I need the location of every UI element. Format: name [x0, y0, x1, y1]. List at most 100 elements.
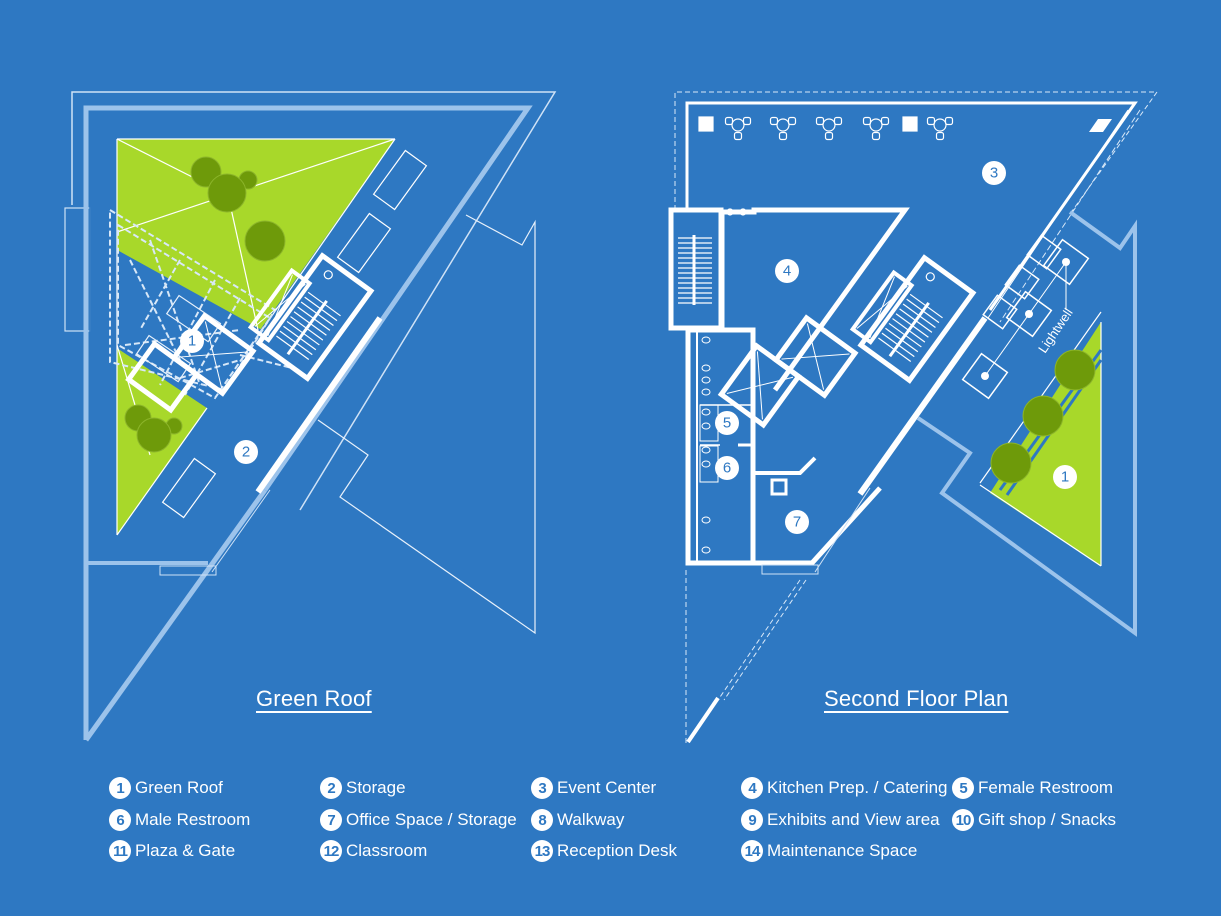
legend-number-badge: 4 — [741, 777, 763, 799]
marker-1-left: 1 — [180, 329, 204, 353]
solid-diagonal-tip — [686, 696, 720, 744]
core-spine-wall-right — [857, 316, 988, 496]
building-wall-inner — [89, 111, 522, 740]
legend-number-badge: 10 — [952, 809, 974, 831]
lower-step — [159, 565, 217, 576]
marker-5: 5 — [715, 411, 739, 435]
table-with-chairs-icon — [815, 116, 843, 141]
kitchen-wall — [719, 207, 910, 392]
core-stair-elevator-right — [717, 254, 977, 429]
legend-number-badge: 8 — [531, 809, 553, 831]
planter-boxes — [135, 294, 222, 383]
dashed-diagonal — [717, 579, 801, 701]
core-spine-wall — [255, 316, 383, 494]
legend-label: Green Roof — [135, 778, 223, 797]
legend-number-badge: 3 — [531, 777, 553, 799]
lightwell-dashed — [999, 109, 1141, 323]
dashed-diagonal-2 — [723, 579, 807, 701]
outer-diagonal-line — [211, 489, 271, 573]
building-wall — [83, 105, 533, 740]
lightwell-leaders — [984, 261, 1067, 377]
janitor-closet — [770, 478, 788, 496]
toilet-icon — [701, 364, 711, 372]
svg-text:1: 1 — [1061, 469, 1069, 486]
svg-text:7: 7 — [793, 514, 801, 531]
svg-text:3: 3 — [990, 165, 998, 182]
trees-upper — [124, 156, 286, 453]
green-roof-plan: 1 2 — [64, 91, 557, 742]
toilet-icon — [701, 388, 711, 396]
event-center-wall-inner — [987, 109, 1129, 319]
kitchen-sinks — [726, 208, 747, 216]
toilet-icon — [701, 422, 711, 430]
marker-1-right: 1 — [1053, 465, 1077, 489]
toilet-icon — [701, 446, 711, 454]
legend-label: Plaza & Gate — [135, 841, 236, 860]
legend-label: Storage — [346, 778, 406, 797]
second-floor-plan: Lightwell 3 4 5 6 7 1 — [668, 91, 1158, 745]
left-stair — [668, 207, 724, 331]
marker-3: 3 — [982, 161, 1006, 185]
site-outline — [71, 91, 557, 511]
floor-plans-canvas: 1 2 — [64, 91, 1158, 745]
legend-label: Reception Desk — [557, 841, 678, 860]
legend-label: Exhibits and View area — [767, 810, 940, 829]
svg-text:2: 2 — [242, 444, 250, 461]
svg-text:1: 1 — [188, 333, 196, 350]
legend-label: Gift shop / Snacks — [978, 810, 1116, 829]
legend-number-badge: 14 — [741, 840, 763, 862]
office-outer-wall — [753, 486, 882, 566]
legend-label: Classroom — [346, 841, 428, 860]
marker-4: 4 — [775, 259, 799, 283]
terrace-wall — [916, 210, 1137, 637]
table-sets — [724, 116, 954, 141]
table-with-chairs-icon — [769, 116, 797, 141]
toilet-icon — [701, 516, 711, 524]
toilet-icon — [701, 376, 711, 384]
legend-number-badge: 7 — [320, 809, 342, 831]
legend-label: Maintenance Space — [767, 841, 918, 860]
legend-number-badge: 12 — [320, 840, 342, 862]
svg-text:4: 4 — [783, 263, 791, 280]
legend-label: Walkway — [557, 810, 625, 829]
toilet-icon — [701, 460, 711, 468]
benches — [161, 149, 428, 519]
restroom-block — [685, 327, 756, 566]
furniture-row — [698, 116, 1112, 132]
office-step — [761, 564, 819, 575]
legend-number-badge: 5 — [952, 777, 974, 799]
legend-number-badge: 2 — [320, 777, 342, 799]
marker-6: 6 — [715, 456, 739, 480]
office-wall — [753, 456, 817, 475]
legend-label: Female Restroom — [978, 778, 1114, 797]
lightwell-label: Lightwell — [1035, 305, 1076, 355]
projection-outline — [317, 214, 536, 635]
marker-7: 7 — [785, 510, 809, 534]
legend-number-badge: 11 — [109, 840, 131, 862]
toilet-icon — [701, 408, 711, 416]
legend-label: Office Space / Storage — [346, 810, 517, 829]
toilet-fixtures — [701, 336, 711, 554]
toilet-icon — [701, 546, 711, 554]
legend-number-badge: 13 — [531, 840, 553, 862]
svg-text:5: 5 — [723, 415, 731, 432]
table-with-chairs-icon — [926, 116, 954, 141]
trees-right — [990, 349, 1096, 484]
green-roof-title: Green Roof — [256, 686, 372, 711]
toilet-icon — [701, 336, 711, 344]
legend-number-badge: 1 — [109, 777, 131, 799]
second-floor-plan-title: Second Floor Plan — [824, 686, 1009, 711]
dashed-site-outline — [674, 91, 1158, 215]
